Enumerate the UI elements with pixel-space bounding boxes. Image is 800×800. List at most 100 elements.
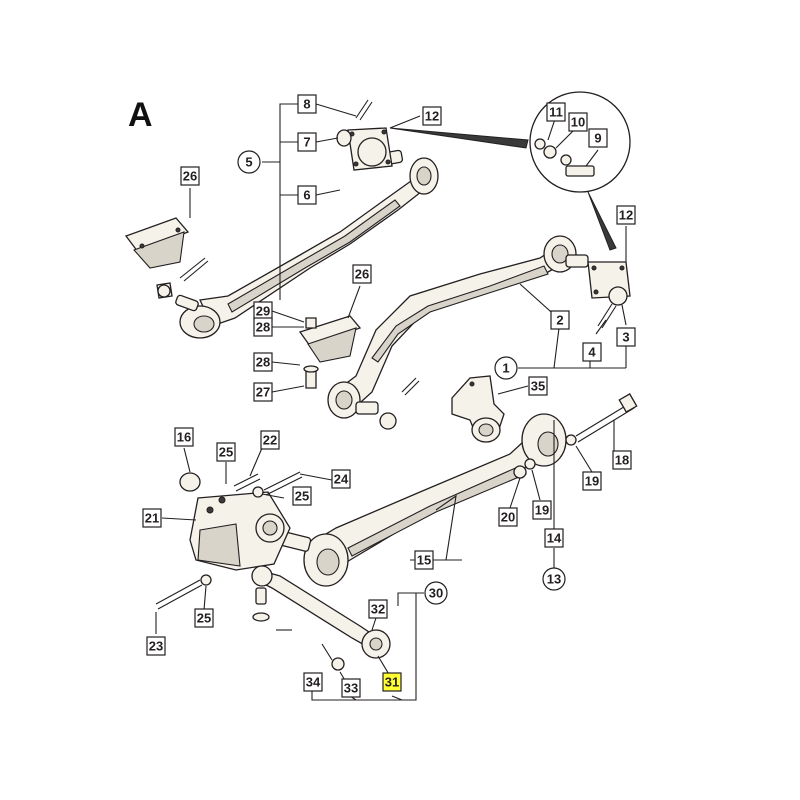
callout-16: 16 [174, 427, 194, 447]
mounting-bracket [155, 471, 303, 610]
callout-8-frame [297, 94, 317, 114]
callout-26b-text: 26 [355, 267, 369, 282]
callout-28a-text: 28 [256, 320, 270, 335]
callout-25b-text: 25 [295, 489, 309, 504]
torque-rod-upper [156, 99, 439, 339]
callout-25c: 25 [194, 608, 214, 628]
callout-11: 11 [546, 102, 566, 122]
callout-5-text: 5 [245, 155, 252, 170]
callout-6: 6 [297, 185, 317, 205]
callout-18-text: 18 [615, 453, 629, 468]
callout-3-text: 3 [622, 330, 629, 345]
callout-28b: 28 [253, 352, 273, 372]
callout-30-text: 30 [429, 586, 443, 601]
callout-2: 2 [550, 310, 570, 330]
callout-9-frame [588, 128, 608, 148]
callout-5-frame [237, 150, 261, 174]
callout-25c-text: 25 [197, 611, 211, 626]
callout-20-text: 20 [501, 510, 515, 525]
parts-drawing [124, 91, 638, 671]
callout-7-text: 7 [303, 135, 310, 150]
callout-12b-frame [616, 205, 636, 225]
callout-7: 7 [297, 132, 317, 152]
callout-7-frame [297, 132, 317, 152]
callout-32-text: 32 [371, 602, 385, 617]
callout-6-frame [297, 185, 317, 205]
callout-32-frame [368, 599, 388, 619]
callout-18: 18 [612, 450, 632, 470]
callout-12a-text: 12 [425, 109, 439, 124]
callout-19b-text: 19 [535, 503, 549, 518]
callout-25b-frame [292, 486, 312, 506]
callout-28b-frame [253, 352, 273, 372]
callout-25a-frame [216, 442, 236, 462]
callout-9: 9 [588, 128, 608, 148]
callout-35: 35 [528, 376, 548, 396]
callout-22-frame [260, 430, 280, 450]
callout-16-frame [174, 427, 194, 447]
callout-34: 34 [303, 672, 323, 692]
callout-28a: 28 [253, 317, 273, 337]
callout-15: 15 [414, 550, 434, 570]
callout-24-frame [331, 469, 351, 489]
callout-23-frame [146, 636, 166, 656]
callout-33: 33 [341, 678, 361, 698]
callout-19a-text: 19 [585, 474, 599, 489]
callout-2-frame [550, 310, 570, 330]
callout-4: 4 [582, 342, 602, 362]
callout-18-frame [612, 450, 632, 470]
bracket-upper-left [124, 217, 190, 269]
callout-27-frame [253, 382, 273, 402]
callout-26a-frame [180, 166, 200, 186]
callout-22-text: 22 [263, 433, 277, 448]
callout-10: 10 [568, 112, 588, 132]
callout-34-text: 34 [306, 675, 321, 690]
leader-lines [155, 103, 627, 701]
callout-6-text: 6 [303, 188, 310, 203]
callout-3: 3 [616, 327, 636, 347]
callout-19a-frame [582, 471, 602, 491]
callout-34-frame [303, 672, 323, 692]
callout-12a-frame [422, 106, 442, 126]
callout-12b: 12 [616, 205, 636, 225]
callout-28b-text: 28 [256, 355, 270, 370]
callout-19b: 19 [532, 500, 552, 520]
callout-22: 22 [260, 430, 280, 450]
callout-16-text: 16 [177, 430, 191, 445]
torque-rod-main [327, 235, 631, 430]
callout-19a: 19 [582, 471, 602, 491]
figure-letter: A [128, 96, 153, 134]
callout-11-frame [546, 102, 566, 122]
callout-20-frame [498, 507, 518, 527]
callout-11-text: 11 [549, 105, 563, 120]
callout-35-frame [528, 376, 548, 396]
callout-26a: 26 [180, 166, 200, 186]
bracket-middle [298, 315, 362, 389]
callout-35-text: 35 [531, 379, 545, 394]
callout-29: 29 [253, 301, 273, 321]
callout-8: 8 [297, 94, 317, 114]
callout-33-text: 33 [344, 681, 358, 696]
callout-labels: 8712562611109122629282827234135162522242… [142, 94, 636, 698]
callout-3-frame [616, 327, 636, 347]
callout-21-text: 21 [145, 511, 159, 526]
callout-27: 27 [253, 382, 273, 402]
callout-26a-text: 26 [183, 169, 197, 184]
callout-25c-frame [194, 608, 214, 628]
callout-30-frame [424, 581, 448, 605]
callout-25a-text: 25 [219, 445, 233, 460]
callout-21: 21 [142, 508, 162, 528]
bracket-35 [451, 375, 505, 443]
callout-24: 24 [331, 469, 351, 489]
callout-31-text: 31 [385, 675, 399, 690]
callout-8-text: 8 [303, 97, 310, 112]
callout-1-frame [494, 356, 518, 380]
callout-24-text: 24 [334, 472, 349, 487]
callout-26b: 26 [352, 264, 372, 284]
callout-26b-frame [352, 264, 372, 284]
callout-14-frame [544, 528, 564, 548]
callout-1-text: 1 [502, 361, 509, 376]
callout-27-text: 27 [256, 385, 270, 400]
callout-30: 30 [424, 581, 448, 605]
